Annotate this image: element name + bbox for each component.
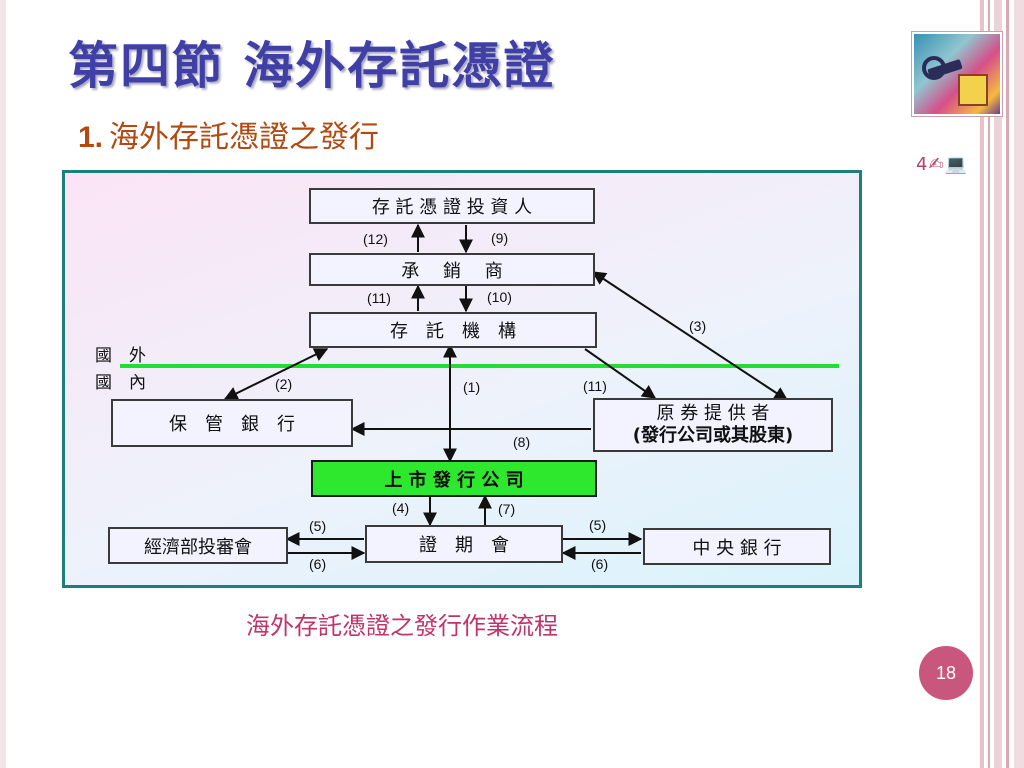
key-clipart-image <box>912 32 1002 116</box>
step-label-11-top: (11) <box>367 290 391 306</box>
step-label-3: (3) <box>689 318 707 334</box>
step-label-10: (10) <box>487 289 512 305</box>
arrow-11-mid <box>584 348 657 399</box>
subtitle-number: 1. <box>78 121 104 154</box>
box-moea-investment-commission: 經濟部投審會 <box>108 527 288 564</box>
step-label-11-mid: (11) <box>583 378 607 394</box>
step-label-6-left: (6) <box>309 556 327 572</box>
padlock-icon <box>958 74 988 106</box>
step-label-4: (4) <box>392 500 410 516</box>
step-label-6-right: (6) <box>591 556 609 572</box>
arrow-2 <box>223 348 329 400</box>
step-label-5-right: (5) <box>589 517 607 533</box>
step-label-8: (8) <box>513 434 531 450</box>
box-central-bank: 中 央 銀 行 <box>643 528 831 565</box>
slide-title: 第四節 海外存託憑證 <box>68 37 556 95</box>
box-sec: 證 期 會 <box>365 525 563 563</box>
step-label-5-left: (5) <box>309 518 327 534</box>
right-decor-stripe <box>1006 0 1009 768</box>
box-depositary: 存 託 機 構 <box>309 312 597 348</box>
box-dr-investor: 存 託 憑 證 投 資 人 <box>309 188 595 224</box>
decorative-wingding-icons: 4✍💻 <box>916 154 968 175</box>
step-label-9: (9) <box>491 230 509 246</box>
right-decor-stripe <box>980 0 984 768</box>
right-decor-stripe <box>1014 0 1024 768</box>
step-label-7: (7) <box>498 501 516 517</box>
supplier-line1: 原 券 提 供 者 <box>656 403 770 424</box>
supplier-line2: (發行公司或其股東) <box>632 425 794 446</box>
diagram-caption: 海外存託憑證之發行作業流程 <box>246 612 558 640</box>
box-share-supplier: 原 券 提 供 者 (發行公司或其股東) <box>593 398 833 452</box>
label-foreign: 國 外 <box>95 346 146 366</box>
left-decor-stripe <box>0 0 6 768</box>
page-number-badge: 18 <box>919 646 973 700</box>
right-decor-stripe <box>994 0 1002 768</box>
step-label-12: (12) <box>363 231 388 247</box>
flowchart-connectors <box>120 223 839 560</box>
label-domestic: 國 內 <box>95 373 146 393</box>
step-label-1: (1) <box>463 379 481 395</box>
step-label-2: (2) <box>275 376 293 392</box>
box-underwriter: 承 銷 商 <box>309 253 595 286</box>
arrow-3 <box>591 271 789 401</box>
box-listed-issuer: 上 市 發 行 公 司 <box>311 460 597 497</box>
box-custodian-bank: 保 管 銀 行 <box>111 399 353 447</box>
subtitle-text: 海外存託憑證之發行 <box>109 120 380 155</box>
right-decor-stripe <box>988 0 990 768</box>
slide-subtitle: 1.海外存託憑證之發行 <box>78 112 379 156</box>
flowchart-panel: 存 託 憑 證 投 資 人 承 銷 商 存 託 機 構 保 管 銀 行 原 券 … <box>62 170 862 588</box>
